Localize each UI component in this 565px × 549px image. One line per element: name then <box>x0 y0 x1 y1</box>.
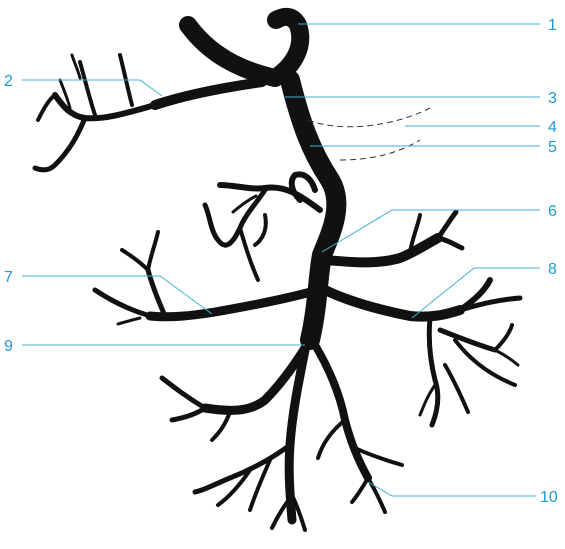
branch-7-sub-c <box>122 250 148 270</box>
branch-2-sub-f <box>72 55 80 78</box>
upper-bulb <box>188 25 275 78</box>
branch-9-left-sub-c <box>212 412 230 440</box>
mid-branch-c <box>205 190 265 245</box>
leader-7 <box>22 276 212 314</box>
branch-6-sub-b <box>438 238 462 248</box>
branch-2-sub-d <box>80 62 95 115</box>
branch-9-left-sub-b <box>172 408 205 420</box>
label-3: 3 <box>548 90 557 107</box>
label-9: 9 <box>4 338 13 355</box>
branch-9-left-sub-a <box>162 378 205 408</box>
label-4: 4 <box>548 119 557 136</box>
upper-hook <box>275 17 300 78</box>
branch-8-sub-c <box>429 318 438 425</box>
label-7: 7 <box>4 269 13 286</box>
branch-6-sub-a <box>438 212 456 238</box>
branch-7-sub-a <box>95 290 150 316</box>
dashed-boundaries <box>308 108 430 160</box>
leader-8 <box>412 268 540 318</box>
mid-branch-d <box>240 228 258 280</box>
branch-8 <box>325 290 460 317</box>
branch-7-sub-b <box>148 270 165 316</box>
label-10: 10 <box>540 489 558 506</box>
branch-7-sub-d <box>148 232 158 270</box>
label-2: 2 <box>4 73 13 90</box>
branch-2-sub-b <box>35 118 85 170</box>
mid-branch-a <box>220 185 320 210</box>
main-trunk <box>290 80 336 340</box>
branch-8-sub-h <box>495 350 518 365</box>
branch-2-sub-c <box>38 95 55 120</box>
branch-9-center-sub-a <box>195 445 290 492</box>
label-6: 6 <box>548 203 557 220</box>
leader-10 <box>368 482 536 496</box>
branch-8-sub-d <box>440 330 495 350</box>
leader-lines <box>22 24 540 496</box>
dashed-line-upper <box>308 108 430 127</box>
branch-8-sub-i <box>420 385 435 415</box>
label-1: 1 <box>548 17 557 34</box>
branch-9-right-sub-c <box>352 478 368 502</box>
dashed-line-lower <box>340 140 420 160</box>
branch-7-sub-e <box>118 318 140 324</box>
branch-8-sub-g <box>495 325 512 350</box>
vessel-tree <box>35 17 520 530</box>
branch-8-sub-f <box>445 365 468 412</box>
label-8: 8 <box>548 261 557 278</box>
label-5: 5 <box>548 139 557 156</box>
branch-2 <box>155 82 262 105</box>
branch-6 <box>325 238 438 262</box>
branch-9-right <box>315 345 368 478</box>
branch-9-right-sub-a <box>318 420 345 458</box>
mid-branch-e <box>255 215 266 245</box>
branch-7 <box>150 290 318 317</box>
leader-2 <box>22 80 162 96</box>
